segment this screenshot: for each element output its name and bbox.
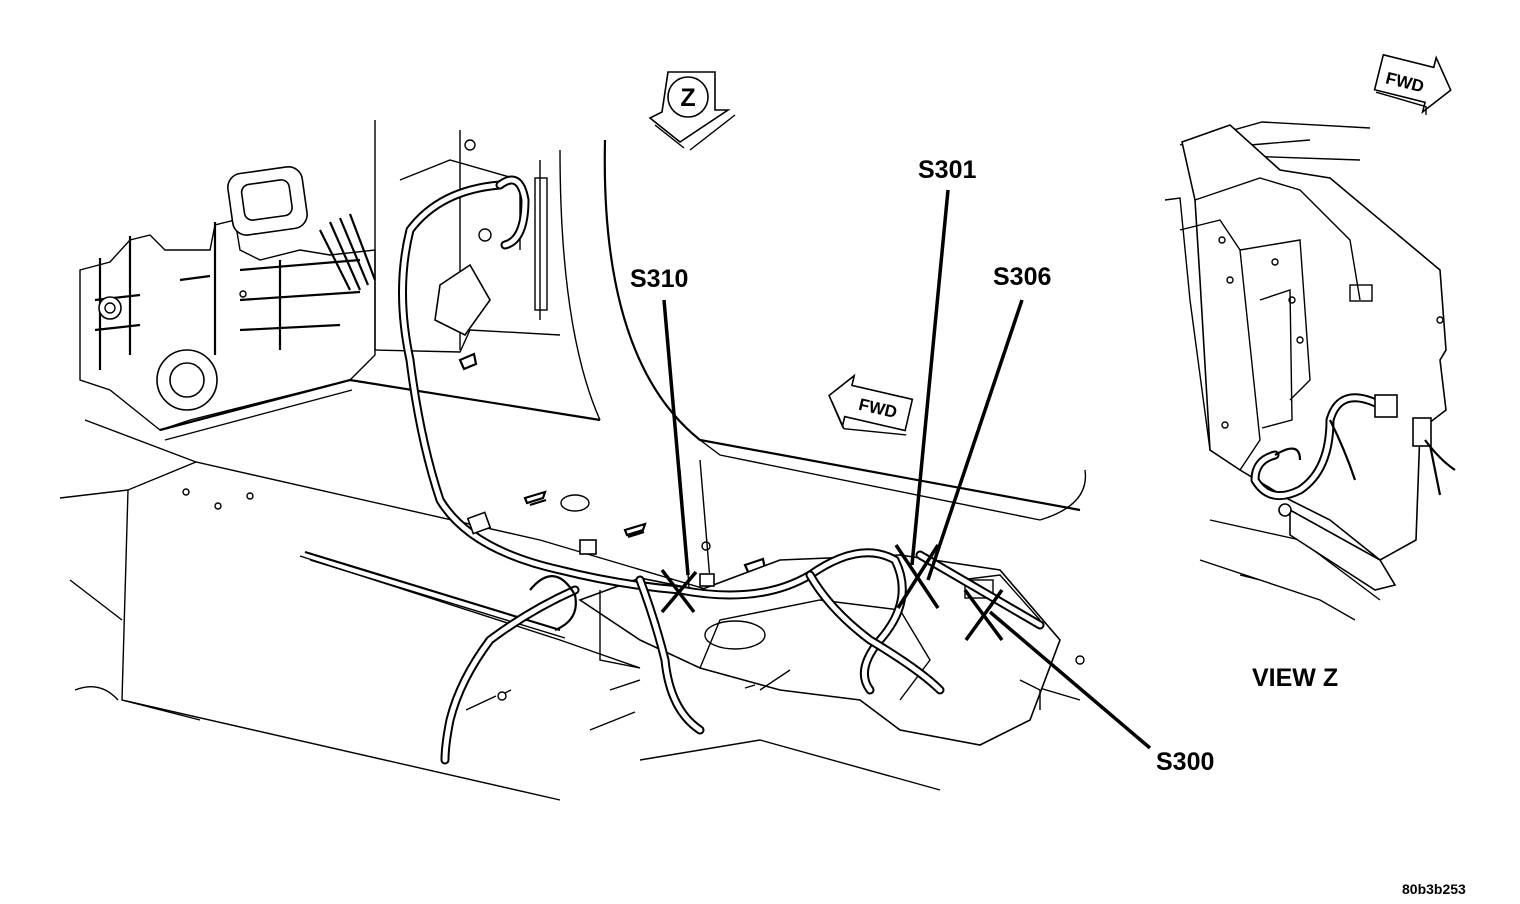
splice-label-s301: S301: [918, 156, 976, 184]
view-z-drawing: [1164, 121, 1456, 621]
view-z-marker: [648, 71, 736, 151]
fwd-arrow-view-z: [1373, 53, 1452, 115]
fwd-arrow-main: [828, 373, 914, 436]
splice-label-s306: S306: [993, 263, 1051, 291]
splice-leaders: [660, 189, 1152, 750]
view-z-title: VIEW Z: [1252, 664, 1338, 692]
main-view-drawing: [59, 120, 1087, 801]
splice-label-s310: S310: [630, 265, 688, 293]
view-z-marker-letter: Z: [680, 84, 695, 112]
figure-id: 80b3b253: [1402, 881, 1466, 897]
splice-label-s300: S300: [1156, 748, 1214, 776]
